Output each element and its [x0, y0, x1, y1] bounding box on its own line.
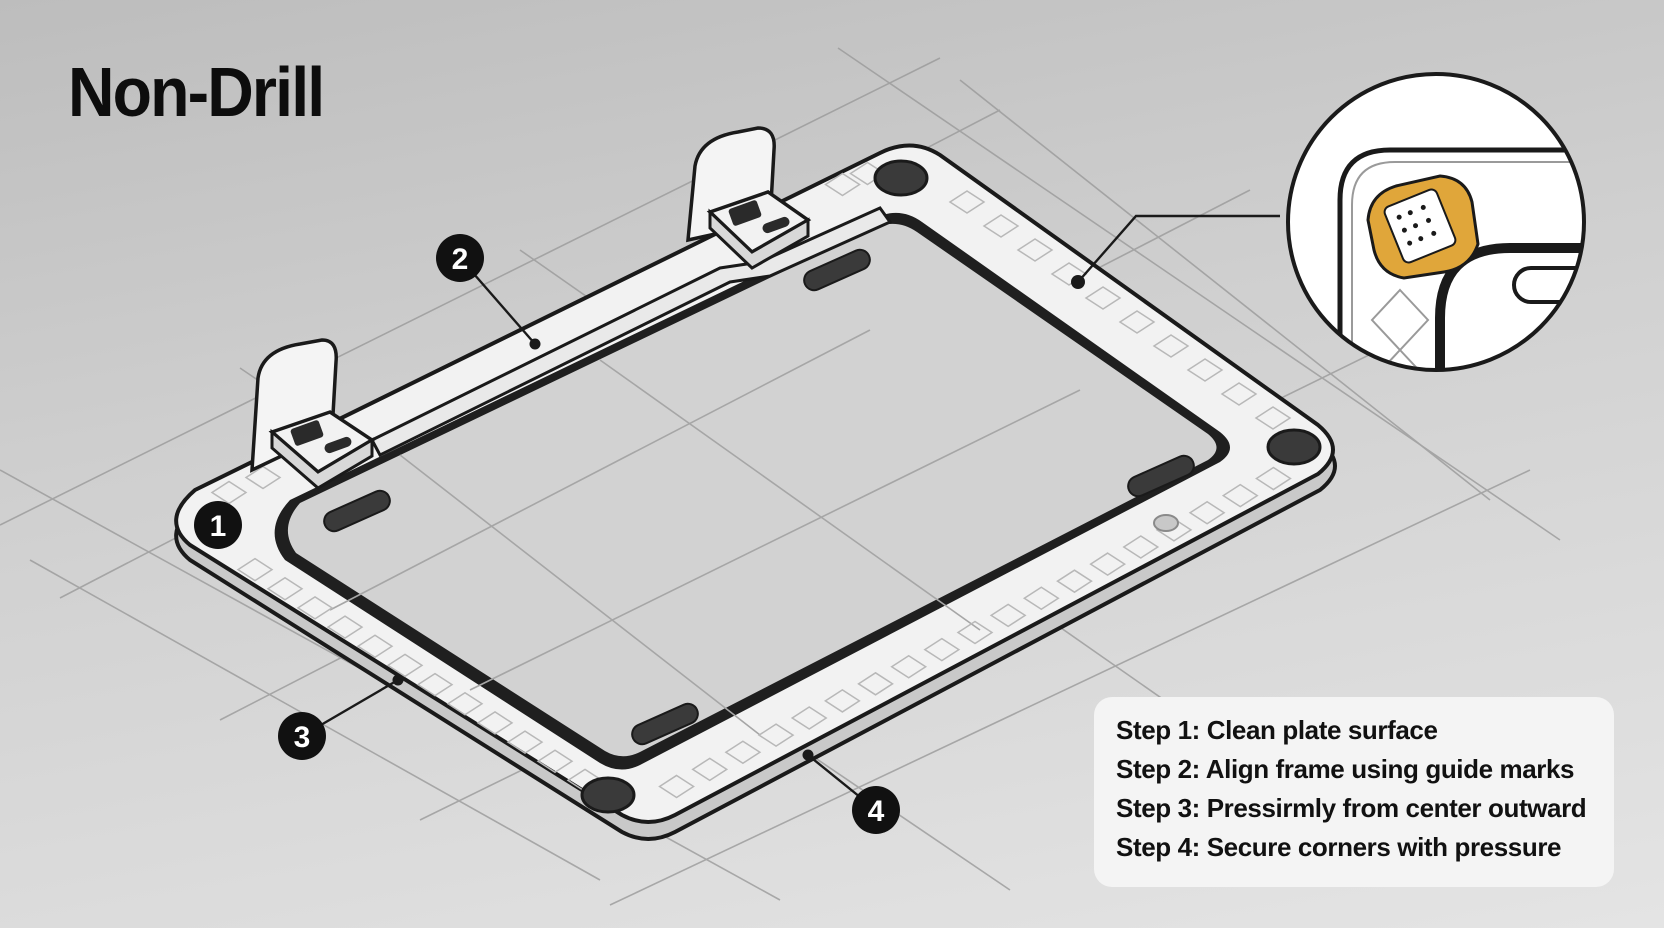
adhesive-pad-icon	[1366, 174, 1480, 280]
page-title: Non-Drill	[68, 53, 325, 131]
callout-3: 3	[278, 712, 326, 760]
svg-text:4: 4	[868, 795, 885, 828]
callout-1: 1	[194, 501, 242, 549]
callout-2: 2	[436, 234, 484, 282]
guide-diamond-icon	[1370, 288, 1430, 370]
step-2: Step 2: Align frame using guide marks	[1116, 754, 1575, 784]
screw-cap-icon	[580, 159, 1322, 814]
step-1: Step 1: Clean plate surface	[1116, 715, 1438, 745]
svg-text:2: 2	[452, 243, 469, 276]
mounting-clip-icon	[686, 126, 812, 270]
adhesive-slot	[323, 248, 1195, 746]
zoom-detail-circle	[1286, 72, 1586, 372]
step-4: Step 4: Secure corners with pressure	[1116, 832, 1562, 862]
svg-text:3: 3	[294, 721, 311, 754]
callout-4: 4	[852, 786, 900, 834]
frame-window	[287, 223, 1217, 757]
step-3: Step 3: Pressirmly from center outward	[1116, 793, 1587, 823]
guide-mark-dot	[1153, 514, 1179, 532]
instructions-panel: Step 1: Clean plate surface Step 2: Alig…	[1094, 697, 1614, 887]
mounting-clip-icon	[250, 338, 376, 490]
frame-top-lip	[369, 206, 893, 457]
svg-text:1: 1	[210, 510, 227, 543]
